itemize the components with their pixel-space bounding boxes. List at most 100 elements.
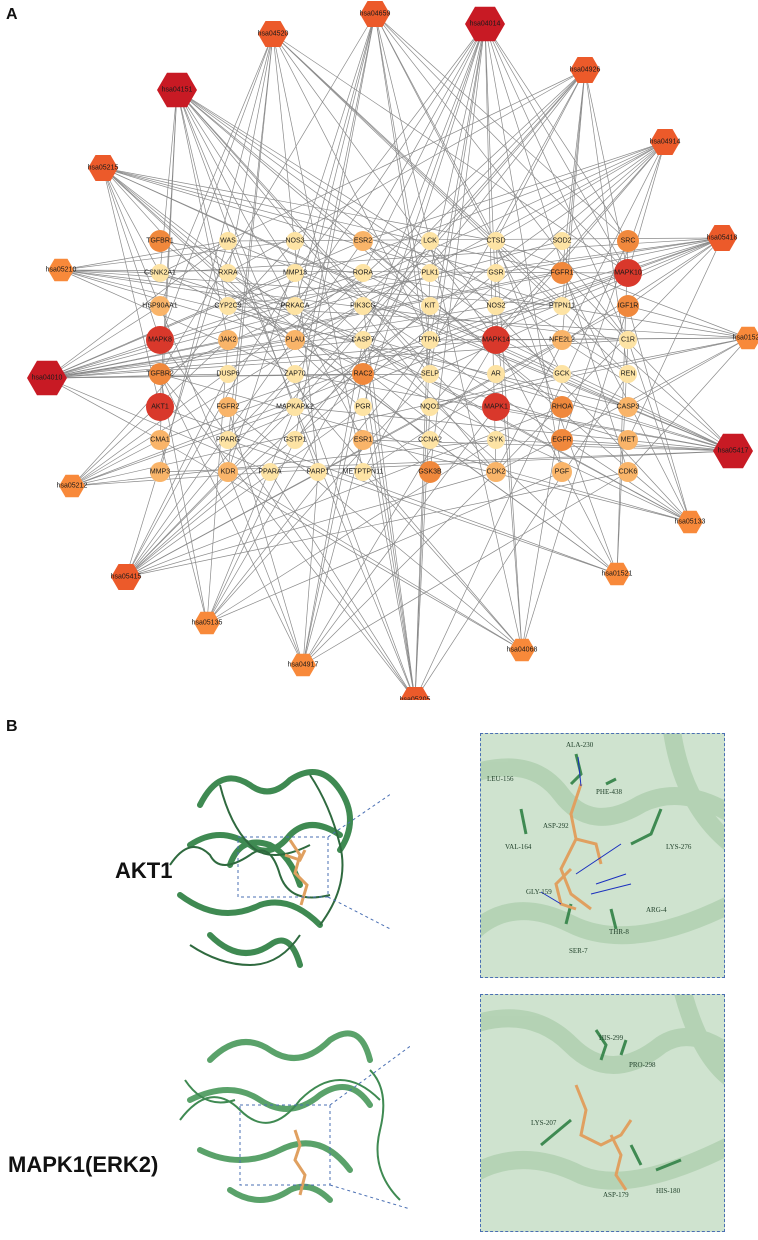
gene-node: TGFBR1 [146,230,174,252]
gene-node: MAPK1 [482,393,510,421]
network-edge [176,89,229,307]
pathway-node: hsa05215 [88,155,119,181]
gene-label: ZAP70 [284,371,306,378]
pathway-hexagon [509,638,535,662]
pathway-label: hsa04659 [360,11,391,18]
network-edge [102,167,629,408]
network-edge [46,272,563,379]
gene-node: SELP [421,365,439,383]
gene-circle [146,326,174,354]
gene-node: REN [619,365,637,383]
gene-circle [354,331,372,349]
pathway-node: hsa04068 [507,638,537,662]
network-edge [627,337,749,408]
network-edge [495,339,618,575]
gene-label: AR [491,371,501,378]
gene-node: CYP2C9 [214,297,242,315]
network-edge [46,240,563,379]
akt1-binding-site-closeup: ALA-230 LEU-156 PHE-438 VAL-164 ASP-292 … [480,733,725,978]
network-edge [227,33,274,473]
network-edge [125,305,431,578]
gene-node: CASP7 [352,331,375,349]
network-edge [71,439,161,487]
gene-circle [286,232,304,250]
network-edge [302,339,497,666]
gene-label: NOS2 [486,303,505,310]
network-edge [627,339,691,523]
gene-label: AKT1 [151,404,169,411]
network-edge [495,240,734,452]
gene-node: MMP3 [150,462,170,482]
residue-label: THR-8 [609,928,629,936]
network-edge [227,237,723,341]
network-edge [584,69,629,375]
network-edge [227,305,749,339]
gene-node: PIK3CG [350,297,376,315]
pathway-label: hsa05415 [111,574,142,581]
gene-label: MMP3 [150,469,170,476]
gene-label: CMA1 [150,437,170,444]
gene-circle [149,230,171,252]
akt1-hbonds [540,756,632,905]
network-edge [414,373,629,700]
network-edge [561,373,734,452]
network-edges [46,13,749,700]
network-edge [495,439,734,452]
gene-label: TGFBR2 [146,371,174,378]
gene-node: KDR [218,462,238,482]
pathway-node: hsa05205 [400,687,430,700]
network-edge [302,471,629,666]
gene-circle [421,365,439,383]
network-edge [46,377,271,473]
pathway-label: hsa05215 [88,165,119,172]
network-edge [102,167,431,473]
gene-node: PGR [354,398,372,416]
network-edge [46,305,161,379]
panel-label-b: B [6,718,18,735]
network-edge [495,237,723,274]
gene-node: CSNK2A1 [144,264,176,282]
gene-label: IGF1R [618,303,639,310]
akt1-ligand [284,839,309,906]
pathway-label: hsa04917 [288,662,319,669]
network-edge [227,237,723,242]
pathway-hexagon [400,687,430,700]
pathway-label: hsa05418 [707,235,738,242]
gene-circle [354,264,372,282]
gene-circle [354,463,372,481]
gene-circle [286,264,304,282]
pathway-label: hsa05212 [57,483,88,490]
gene-label: SELP [421,371,439,378]
pathway-node: hsa04520 [258,21,288,47]
network-edge [627,141,666,274]
network-edge [159,13,376,375]
gene-node: RORA [353,264,373,282]
network-edge [46,272,296,379]
gene-label: EGFR [552,437,571,444]
pathway-label: hsa05133 [675,519,706,526]
gene-node: MAPK14 [482,326,510,354]
gene-node: GSTP1 [284,431,307,449]
gene-circle [553,365,571,383]
gene-node: MMP13 [283,264,307,282]
gene-circle [421,264,439,282]
pathway-label: hsa01522 [733,335,758,342]
network-edge [561,141,666,441]
gene-circle [487,365,505,383]
gene-node: GSR [487,264,505,282]
pathway-label: hsa04151 [162,87,193,94]
gene-circle [551,396,573,418]
residue-label: HIS-299 [599,1034,624,1042]
pathway-node: hsa05135 [192,611,222,635]
pathway-label: hsa05417 [718,448,749,455]
network-edge [46,240,229,379]
network-edge [102,167,563,307]
network-edge [521,305,629,651]
gene-node: FGFR1 [551,262,574,284]
network-edge [206,373,431,624]
pathway-hexagon [258,21,288,47]
pathway-hexagon [735,326,758,350]
network-edge [374,13,563,375]
network-edge [60,240,229,271]
network-edge [374,13,629,242]
